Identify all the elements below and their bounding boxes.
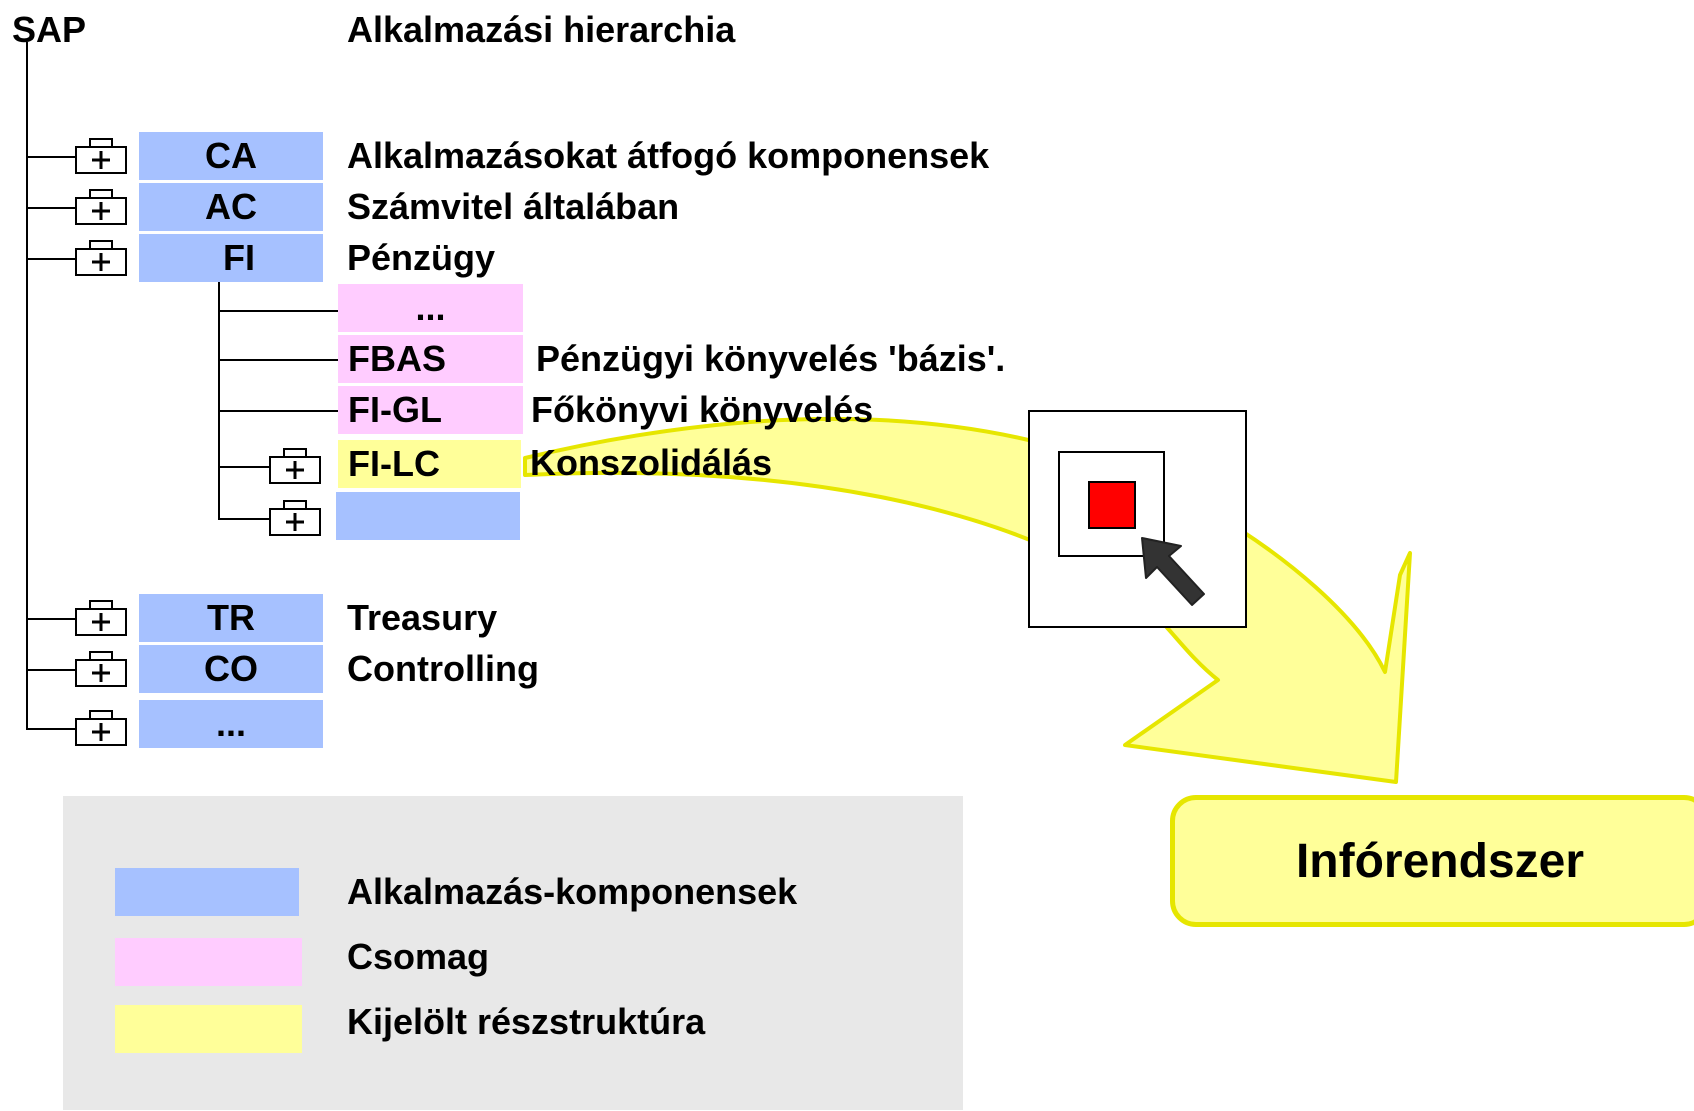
- component-label: Controlling: [347, 648, 539, 689]
- legend-label: Kijelölt részstruktúra: [347, 1001, 706, 1042]
- info-system-label: Infórendszer: [1295, 834, 1585, 888]
- tree-branch: [218, 518, 270, 520]
- folder-plus-icon[interactable]: [74, 237, 128, 277]
- folder-plus-icon[interactable]: [74, 135, 128, 175]
- tree-fi-line: [218, 278, 220, 520]
- tree-branch: [26, 728, 76, 730]
- component-tr[interactable]: TR: [139, 594, 323, 642]
- folder-plus-icon[interactable]: [268, 497, 322, 537]
- screen-cursor-icon: [1028, 410, 1247, 628]
- page-title: Alkalmazási hierarchia: [347, 9, 736, 50]
- selected-label: Konszolidálás: [530, 442, 773, 483]
- tree-branch: [26, 618, 76, 620]
- tree-root-line: [26, 42, 28, 730]
- component-ca[interactable]: CA: [139, 132, 323, 180]
- folder-plus-icon[interactable]: [74, 648, 128, 688]
- info-system-box[interactable]: Infórendszer: [1170, 795, 1694, 927]
- component-fi[interactable]: FI: [139, 234, 323, 282]
- component-more[interactable]: ...: [139, 700, 323, 748]
- package-label: Főkönyvi könyvelés: [531, 389, 874, 430]
- component-label: Treasury: [347, 597, 498, 638]
- component-empty[interactable]: [336, 492, 520, 540]
- tree-branch: [218, 359, 338, 361]
- root-label: SAP: [12, 9, 87, 50]
- folder-plus-icon[interactable]: [74, 597, 128, 637]
- folder-plus-icon[interactable]: [268, 445, 322, 485]
- folder-plus-icon[interactable]: [74, 186, 128, 226]
- tree-branch: [218, 466, 270, 468]
- component-label: Alkalmazásokat átfogó komponensek: [347, 135, 990, 176]
- legend-swatch-selected: [115, 1005, 302, 1053]
- package-fi-gl[interactable]: FI-GL: [338, 386, 523, 434]
- legend-swatch-package: [115, 938, 302, 986]
- tree-branch: [218, 410, 338, 412]
- tree-branch: [218, 310, 338, 312]
- legend-swatch-component: [115, 868, 299, 916]
- tree-branch: [26, 669, 76, 671]
- component-ac[interactable]: AC: [139, 183, 323, 231]
- legend-label: Csomag: [347, 936, 490, 977]
- tree-branch: [26, 207, 76, 209]
- package-fbas[interactable]: FBAS: [338, 335, 523, 383]
- legend: Alkalmazás-komponensek Csomag Kijelölt r…: [63, 796, 963, 1110]
- package-more[interactable]: ...: [338, 284, 523, 332]
- tree-branch: [26, 156, 76, 158]
- folder-plus-icon[interactable]: [74, 707, 128, 747]
- component-label: Számvitel általában: [347, 186, 680, 227]
- component-co[interactable]: CO: [139, 645, 323, 693]
- tree-branch: [26, 258, 76, 260]
- component-label: Pénzügy: [347, 237, 496, 278]
- legend-label: Alkalmazás-komponensek: [347, 871, 798, 912]
- package-label: Pénzügyi könyvelés 'bázis'.: [536, 338, 1006, 379]
- selected-fi-lc[interactable]: FI-LC: [338, 440, 521, 488]
